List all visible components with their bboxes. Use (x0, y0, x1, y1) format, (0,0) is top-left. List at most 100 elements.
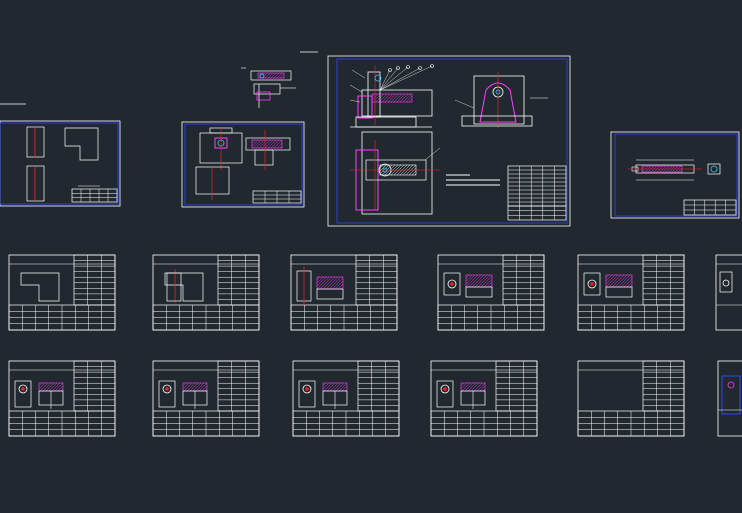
shaft-section (707, 163, 721, 175)
leader (349, 84, 363, 93)
sketch-center (450, 282, 454, 286)
hatch-line (408, 98, 413, 103)
hatch-line (322, 276, 336, 290)
card-r1-5[interactable] (577, 254, 685, 331)
sheet-shaft[interactable] (610, 131, 740, 219)
hatch-line (677, 167, 683, 173)
hatch-line (251, 139, 256, 144)
hatch-line (680, 170, 683, 173)
hatch-line (57, 385, 64, 392)
grid-border (507, 205, 567, 221)
detail-magenta-block (256, 91, 271, 101)
hatch-line (332, 382, 342, 392)
hatch-line (267, 139, 277, 149)
hatch-line (620, 275, 633, 288)
sketch-outline (164, 272, 204, 302)
card-r1-2[interactable] (152, 254, 260, 331)
grid-border (355, 254, 398, 306)
hatch-line (323, 382, 333, 392)
hatch-line (641, 165, 646, 170)
hatch-line (460, 382, 468, 390)
sheet-partial-left[interactable] (0, 103, 121, 207)
leader (351, 69, 366, 79)
hatch-line (270, 72, 277, 79)
sketch-bore (587, 279, 597, 289)
housing-body (361, 89, 433, 117)
hatch-line (476, 382, 486, 392)
hatch-line (189, 382, 199, 392)
grid-border (502, 254, 545, 306)
hatch-line (605, 274, 619, 288)
sketch-body (316, 288, 344, 300)
hatch-line (182, 382, 187, 387)
sketch-part (298, 380, 316, 408)
sketch-outline (20, 272, 60, 302)
item-balloon (430, 64, 434, 68)
detail-body (253, 83, 281, 95)
card-r2-6[interactable] (717, 360, 742, 437)
sheet-main-assembly[interactable] (327, 55, 571, 227)
hatch-line (186, 382, 196, 392)
card-r1-4[interactable] (437, 254, 545, 331)
card-r2-2[interactable] (152, 360, 260, 437)
hatch-line (328, 276, 342, 290)
hatch-line (379, 164, 384, 169)
card-r1-3[interactable] (290, 254, 398, 331)
card-r2-3[interactable] (292, 360, 400, 437)
hatch-line (467, 382, 477, 392)
leader (424, 147, 441, 161)
sketch-center (443, 387, 447, 391)
hatch-line (325, 276, 339, 290)
detail-bar (250, 70, 292, 81)
grid-border (357, 360, 400, 412)
title-block (507, 205, 567, 221)
leader (454, 99, 475, 109)
hatch-line (45, 382, 55, 392)
grid-border (73, 254, 116, 306)
hatch-line (331, 277, 344, 290)
plan-outline (361, 131, 433, 215)
card-bottom-table (577, 304, 685, 331)
hatch-line (252, 139, 262, 149)
card-info-table (217, 360, 260, 412)
sheet-fixture-small[interactable] (181, 51, 318, 208)
hatch-line (48, 382, 58, 392)
hatch-line (251, 139, 259, 147)
hatch-line (322, 382, 327, 387)
hatch-line (399, 93, 409, 103)
sketch-hatch (182, 382, 208, 392)
hatch-line (379, 164, 390, 175)
card-r2-1[interactable] (8, 360, 116, 437)
card-r1-6[interactable] (715, 254, 742, 331)
clamp-post (367, 71, 381, 118)
card-border (715, 254, 742, 331)
hatch-line (626, 281, 633, 288)
hatch-line (198, 382, 208, 392)
sheet-outer-border (181, 121, 305, 208)
hatch-line (279, 73, 285, 79)
sketch-hatch (322, 382, 348, 392)
sketch-hatch (38, 382, 64, 392)
hatch-line (608, 274, 622, 288)
hatch-line (201, 385, 208, 392)
hatch-line (322, 382, 330, 390)
pivot-hole (374, 74, 382, 82)
hatch-line (276, 72, 283, 79)
card-r2-4[interactable] (430, 360, 538, 437)
hatch-line (38, 382, 46, 390)
side-arm (479, 82, 517, 123)
hatch-border (251, 139, 283, 149)
hatch-line (480, 275, 493, 288)
card-info-table (73, 360, 116, 412)
card-r2-5[interactable] (577, 360, 685, 437)
item-balloon (388, 68, 392, 72)
sketch-bore (722, 279, 730, 287)
grid-border (217, 360, 260, 412)
part-view-lower (26, 165, 45, 202)
hatch-line (261, 72, 268, 79)
hatch-line (477, 274, 491, 288)
card-r1-1[interactable] (8, 254, 116, 331)
grid-border (495, 360, 538, 412)
